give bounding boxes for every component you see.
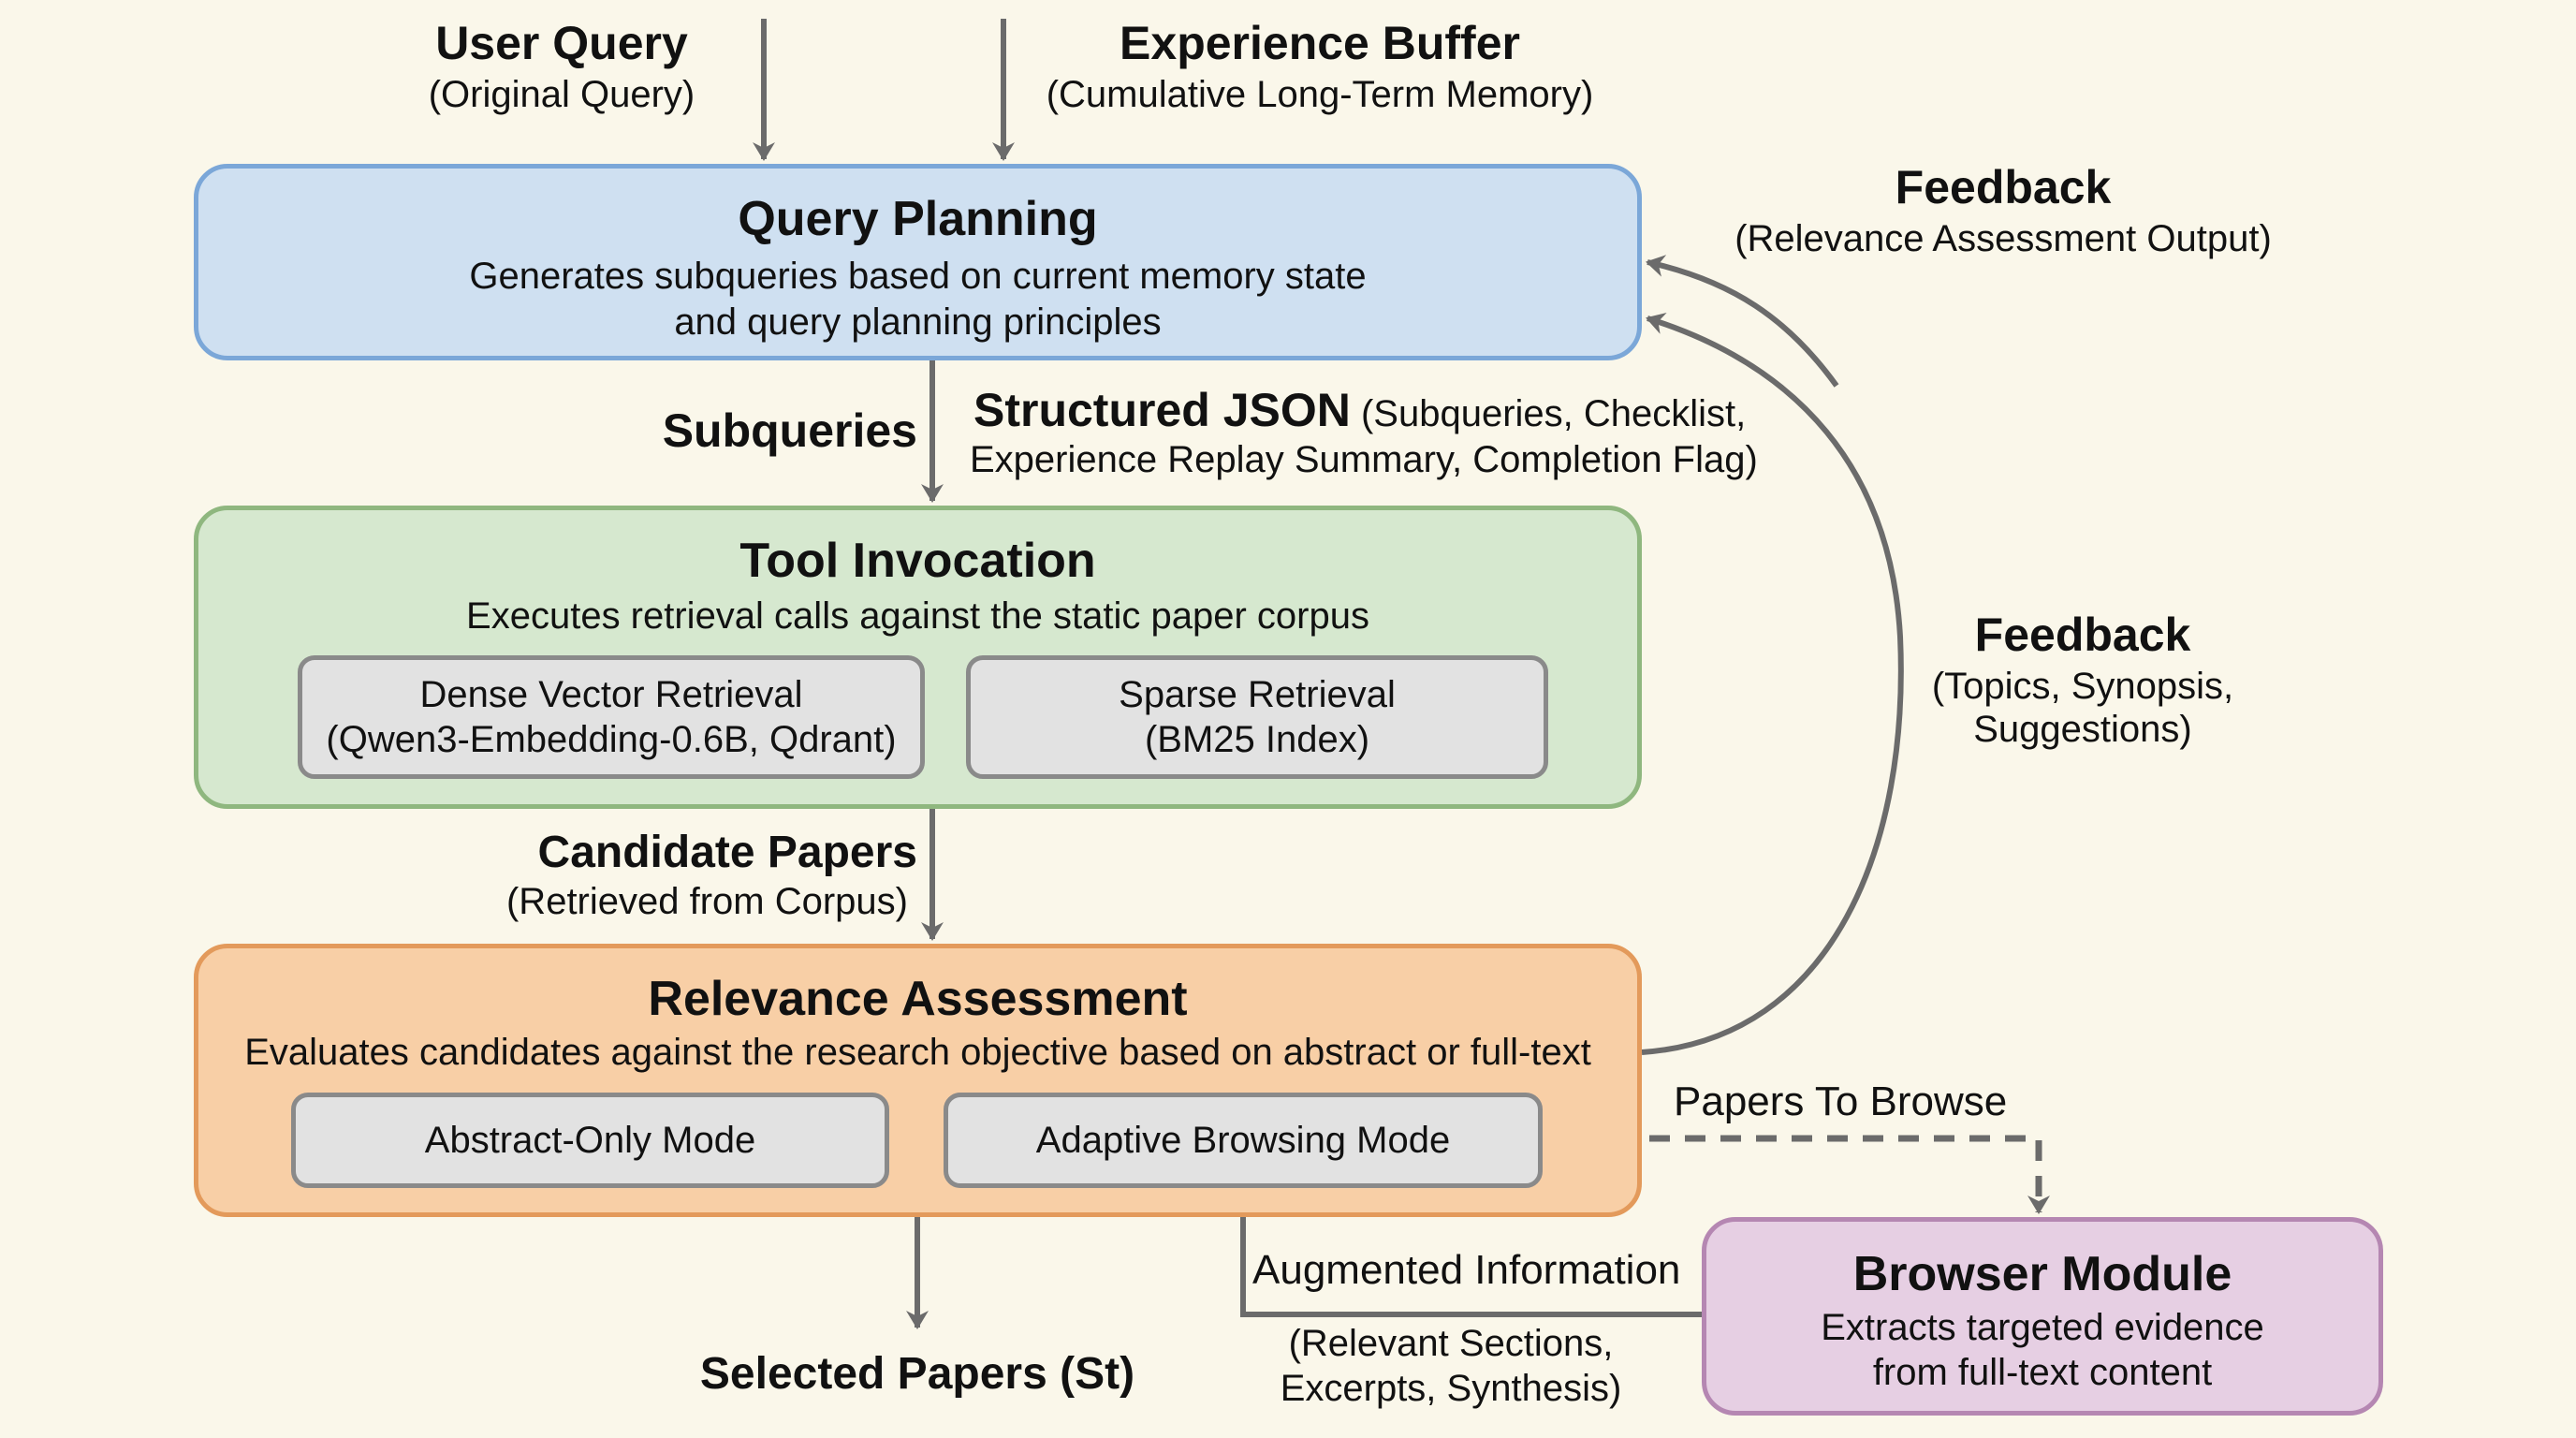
candidate-papers-title: Candidate Papers <box>537 828 917 877</box>
tool-invocation-description: Executes retrieval calls against the sta… <box>466 595 1369 637</box>
experience-buffer-title: Experience Buffer <box>1120 17 1520 69</box>
abstract-only-mode-label: Abstract-Only Mode <box>424 1120 756 1161</box>
augmented-information-label: Augmented Information <box>1252 1247 1681 1293</box>
query-planning-description-1: Generates subqueries based on current me… <box>469 256 1367 297</box>
candidate-papers-subtitle: (Retrieved from Corpus) <box>505 881 908 922</box>
arrow-augmented-information <box>1232 1189 1702 1317</box>
user-query-title: User Query <box>435 17 688 69</box>
arrow-papers-to-browse <box>1543 1135 2050 1214</box>
relevance-assessment-description: Evaluates candidates against the researc… <box>244 1032 1591 1073</box>
adaptive-browsing-mode[interactable]: Adaptive Browsing Mode <box>944 1093 1543 1188</box>
query-planning-title: Query Planning <box>738 192 1098 246</box>
structured-json-detail-1: (Subqueries, Checklist, <box>1360 393 1747 434</box>
sparse-retrieval-detail: (BM25 Index) <box>1144 719 1370 760</box>
feedback-right-detail-2: Suggestions) <box>1973 709 2192 750</box>
selected-papers-label: Selected Papers (St) <box>699 1349 1135 1399</box>
papers-to-browse-label: Papers To Browse <box>1674 1078 2008 1124</box>
feedback-top-subtitle: (Relevance Assessment Output) <box>1734 218 2272 259</box>
arrow-feedback-small <box>1646 255 1839 388</box>
structured-json-label: Structured JSON (Subqueries, Checklist, <box>973 384 1746 438</box>
feedback-right-detail-1: (Topics, Synopsis, <box>1931 666 2234 707</box>
browser-module-box[interactable]: Browser Module Extracts targeted evidenc… <box>1702 1217 2383 1416</box>
relevance-assessment-title: Relevance Assessment <box>648 972 1188 1026</box>
tool-invocation-title: Tool Invocation <box>739 534 1096 588</box>
query-planning-description-2: and query planning principles <box>674 301 1162 343</box>
query-planning-box[interactable]: Query Planning Generates subqueries base… <box>194 164 1642 360</box>
browser-module-description-2: from full-text content <box>1872 1352 2213 1393</box>
experience-buffer-subtitle: (Cumulative Long-Term Memory) <box>1046 74 1594 115</box>
augmented-detail-2: Excerpts, Synthesis) <box>1280 1368 1622 1409</box>
feedback-top-title: Feedback <box>1895 161 2112 213</box>
augmented-detail-1: (Relevant Sections, <box>1288 1323 1614 1364</box>
adaptive-browsing-mode-label: Adaptive Browsing Mode <box>1035 1120 1451 1161</box>
dense-retrieval-detail: (Qwen3-Embedding-0.6B, Qdrant) <box>326 719 897 760</box>
abstract-only-mode[interactable]: Abstract-Only Mode <box>291 1093 889 1188</box>
browser-module-description-1: Extracts targeted evidence <box>1821 1307 2264 1348</box>
browser-module-title: Browser Module <box>1852 1247 2232 1301</box>
arrow-feedback-loop-large <box>1641 312 1904 1055</box>
user-query-subtitle: (Original Query) <box>428 74 695 115</box>
dense-vector-retrieval-module[interactable]: Dense Vector Retrieval (Qwen3-Embedding-… <box>298 655 925 779</box>
feedback-right-title: Feedback <box>1974 609 2191 661</box>
sparse-retrieval-label: Sparse Retrieval <box>1119 674 1396 715</box>
dense-retrieval-label: Dense Vector Retrieval <box>419 674 803 715</box>
structured-json-title: Structured JSON <box>973 384 1351 436</box>
structured-json-detail-2: Experience Replay Summary, Completion Fl… <box>970 439 1758 480</box>
sparse-retrieval-module[interactable]: Sparse Retrieval (BM25 Index) <box>966 655 1548 779</box>
edge-label-subqueries: Subqueries <box>662 404 917 457</box>
